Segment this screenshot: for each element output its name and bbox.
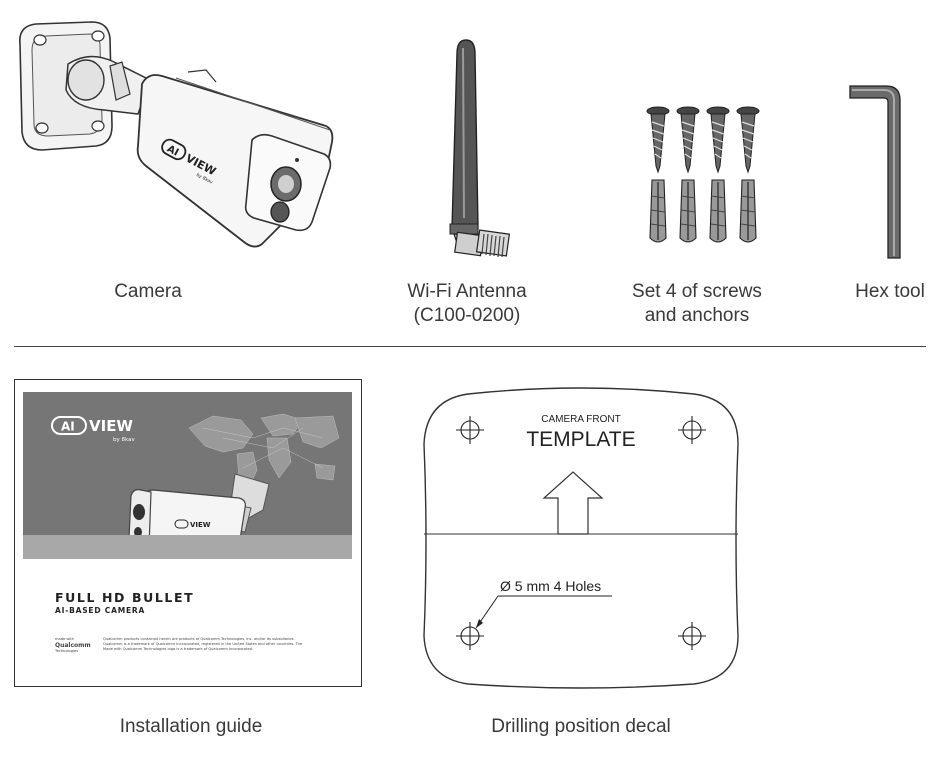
caption-screws-line1: Set 4 of screws [632,281,762,302]
booklet-mini-brand: VIEW [190,521,211,529]
decal-hole-label: Ø 5 mm 4 Holes [500,578,601,594]
screws-anchors-icon [646,106,760,243]
made-with-line1: made with [55,637,74,641]
legal-line3: Made with Qualcomm Technologies logo is … [103,647,254,651]
booklet-brand-sub: by 8kav [113,437,135,443]
antenna-icon [449,39,511,258]
booklet-subtitle: AI-BASED CAMERA [55,606,146,615]
caption-screws: Set 4 of screws and anchors [612,280,782,328]
caption-drilling-decal: Drilling position decal [491,716,671,737]
decal-icon: CAMERA FRONT TEMPLATE Ø 5 mm 4 Holes [423,387,739,689]
booklet-title: FULL HD BULLET [55,590,195,605]
booklet-legal: Qualcomm products contained herein are p… [103,637,343,652]
hex-key-icon [849,85,901,259]
booklet-made-with: made with Qualcomm Technologies [55,637,99,654]
legal-line1: Qualcomm products contained herein are p… [103,637,295,641]
booklet-icon: AI VIEW by 8kav VIEW FULL HD BULLET AI-B… [14,379,362,687]
decal-header-large: TEMPLATE [526,428,635,451]
caption-camera: Camera [114,281,182,302]
camera-brand-left: AI [165,144,180,159]
caption-antenna-line2: (C100-0200) [413,305,521,326]
caption-hex: Hex tool [855,281,925,302]
legal-line2: Qualcomm is a trademark of Qualcomm Inco… [103,642,303,646]
booklet-brand-right: VIEW [89,417,133,435]
decal-header-small: CAMERA FRONT [541,414,620,425]
caption-screws-line2: and anchors [644,305,750,326]
caption-antenna: Wi-Fi Antenna (C100-0200) [386,280,548,328]
caption-installation-guide: Installation guide [119,716,263,737]
booklet-logo: AI VIEW by 8kav [51,416,135,443]
camera-icon: AI VIEW by 8kav [19,21,334,248]
world-map-icon [188,413,340,493]
made-with-line2: Qualcomm [55,642,91,649]
booklet-cover: AI VIEW by 8kav VIEW [23,392,352,558]
caption-antenna-line1: Wi-Fi Antenna [407,281,527,302]
booklet-brand-left: AI [61,420,75,434]
booklet-cover-strip [23,535,352,559]
section-divider [14,346,926,347]
made-with-line3: Technologies [55,649,79,653]
